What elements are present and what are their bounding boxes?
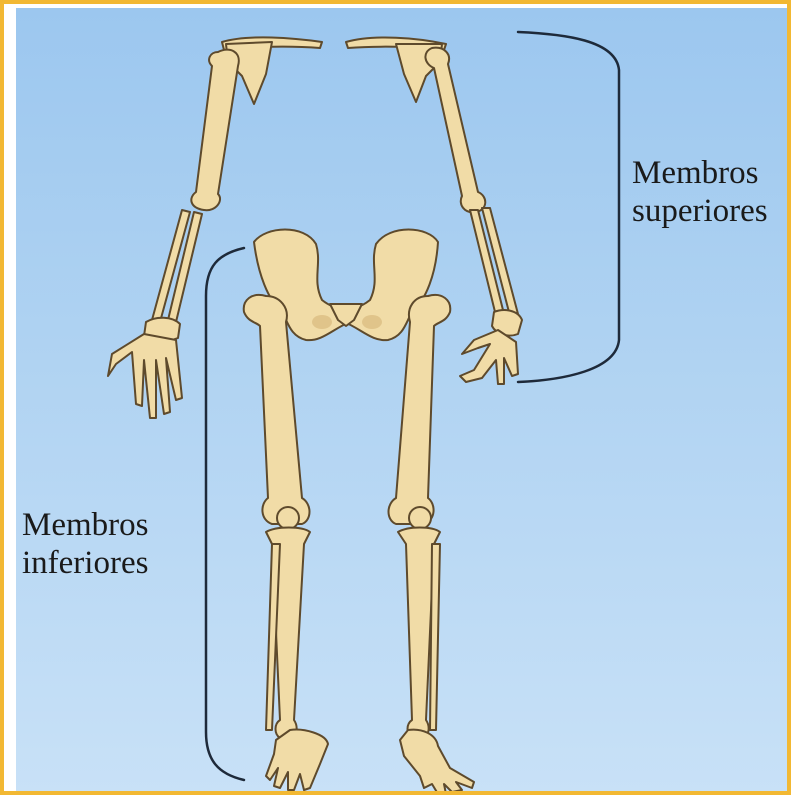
right-hand	[460, 330, 518, 384]
left-leg	[244, 295, 328, 790]
upper-limbs	[108, 37, 522, 418]
left-patella	[277, 507, 299, 529]
lower-limbs-bracket	[206, 248, 244, 780]
upper-limbs-bracket	[518, 32, 619, 382]
right-leg	[389, 295, 475, 794]
lower-limbs-label: Membros inferiores	[22, 506, 149, 582]
right-fibula	[430, 544, 440, 730]
lower-limbs	[244, 295, 474, 794]
right-humerus	[425, 48, 485, 213]
right-foot	[400, 730, 474, 794]
left-obturator-foramen	[312, 315, 332, 329]
left-humerus	[191, 50, 238, 211]
upper-limbs-label: Membros superiores	[632, 154, 768, 230]
right-obturator-foramen	[362, 315, 382, 329]
skeleton-limbs-illustration	[4, 4, 791, 795]
right-patella	[409, 507, 431, 529]
left-foot	[266, 730, 328, 790]
left-hand	[108, 334, 182, 418]
